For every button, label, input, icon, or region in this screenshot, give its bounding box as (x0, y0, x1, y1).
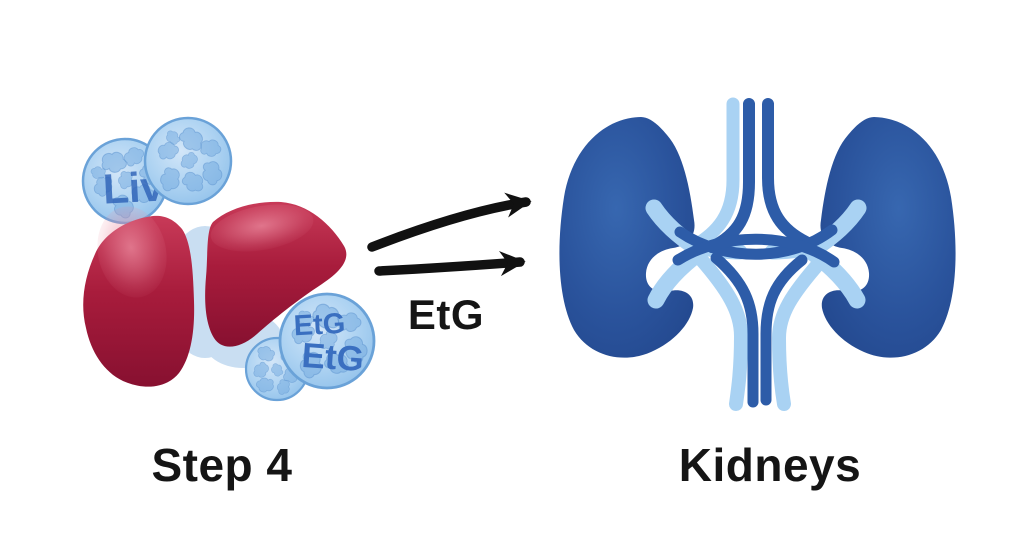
etg-molecule-label-2: EtG (300, 336, 365, 379)
arrow-etg-label: EtG (407, 291, 485, 338)
arrow-bottom (374, 250, 526, 277)
arrow-top (367, 192, 532, 252)
flow-arrows (367, 192, 532, 277)
etg-molecule-label-1: EtG (293, 308, 346, 343)
liver-illustration: Liv (81, 110, 388, 409)
kidneys-illustration (559, 97, 956, 411)
step-label: Step 4 (151, 439, 293, 491)
metabolite-cell-etg: EtG EtG (270, 285, 387, 402)
kidneys-label: Kidneys (678, 439, 862, 491)
renal-vessels-dark (672, 98, 840, 408)
metabolite-cell-upper-right (135, 110, 243, 218)
liver-lobes (83, 201, 347, 387)
liver-sheen-left (97, 206, 167, 298)
liver-sheen-right (210, 204, 314, 252)
